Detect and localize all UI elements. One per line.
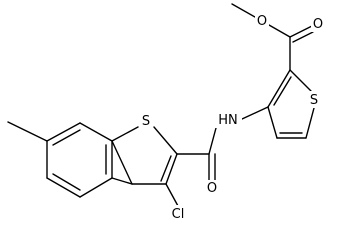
bond-bt-c2-c3-1	[165, 153, 178, 185]
bond-th-c3-c2-2	[273, 76, 292, 106]
bond-bz-c4-c3a	[79, 177, 113, 198]
bond-th-c3-c2-1	[267, 69, 291, 108]
bond-c3-cl	[165, 183, 179, 207]
atom-label-chlorine: Cl	[172, 207, 185, 222]
bond-th-s-c5	[305, 107, 315, 139]
atom-label-thiophene-s: S	[310, 93, 318, 108]
bond-bt-s-c7a	[111, 126, 139, 142]
bond-ester-carbonyl-1	[289, 25, 313, 38]
atom-label-amide-nh: HN	[218, 113, 238, 128]
bond-bz-c3a-c3	[111, 177, 133, 185]
atom-labels: O O S HN O S Cl	[139, 13, 325, 222]
bond-th-c2-s	[289, 69, 312, 92]
bond-c3-nh	[241, 106, 269, 120]
bond-bt-c3a-c7a	[111, 140, 133, 185]
atom-label-ester-o-carbonyl: O	[313, 17, 323, 32]
atom-label-amide-o: O	[207, 181, 217, 196]
bond-bz-c7-c6-2	[52, 129, 81, 146]
bond-o-ester-carbon	[268, 24, 291, 38]
bond-c6-methyl	[7, 121, 48, 142]
bond-nh-amide-carbon	[208, 127, 217, 155]
atom-label-benzothiophene-s: S	[142, 114, 150, 129]
atom-label-ester-o-methyl: O	[257, 14, 267, 29]
bond-bz-c7a-c7	[79, 122, 113, 142]
bond-bt-c2-c3-2	[160, 155, 172, 182]
bond-bt-c2-s	[153, 126, 178, 155]
bond-ester-carbonyl-2	[292, 31, 314, 43]
bonds	[7, 3, 315, 207]
benzothiophene-carboxamide-thiophene-ester-structure: O O S HN O S Cl	[7, 3, 325, 222]
bond-th-c4-c3	[267, 106, 278, 139]
bond-bz-c5-c4-2	[52, 173, 81, 191]
bond-bz-c5-c4-1	[46, 177, 81, 198]
bond-methyl-o	[231, 3, 256, 18]
bond-bz-c7-c6-1	[46, 122, 81, 142]
